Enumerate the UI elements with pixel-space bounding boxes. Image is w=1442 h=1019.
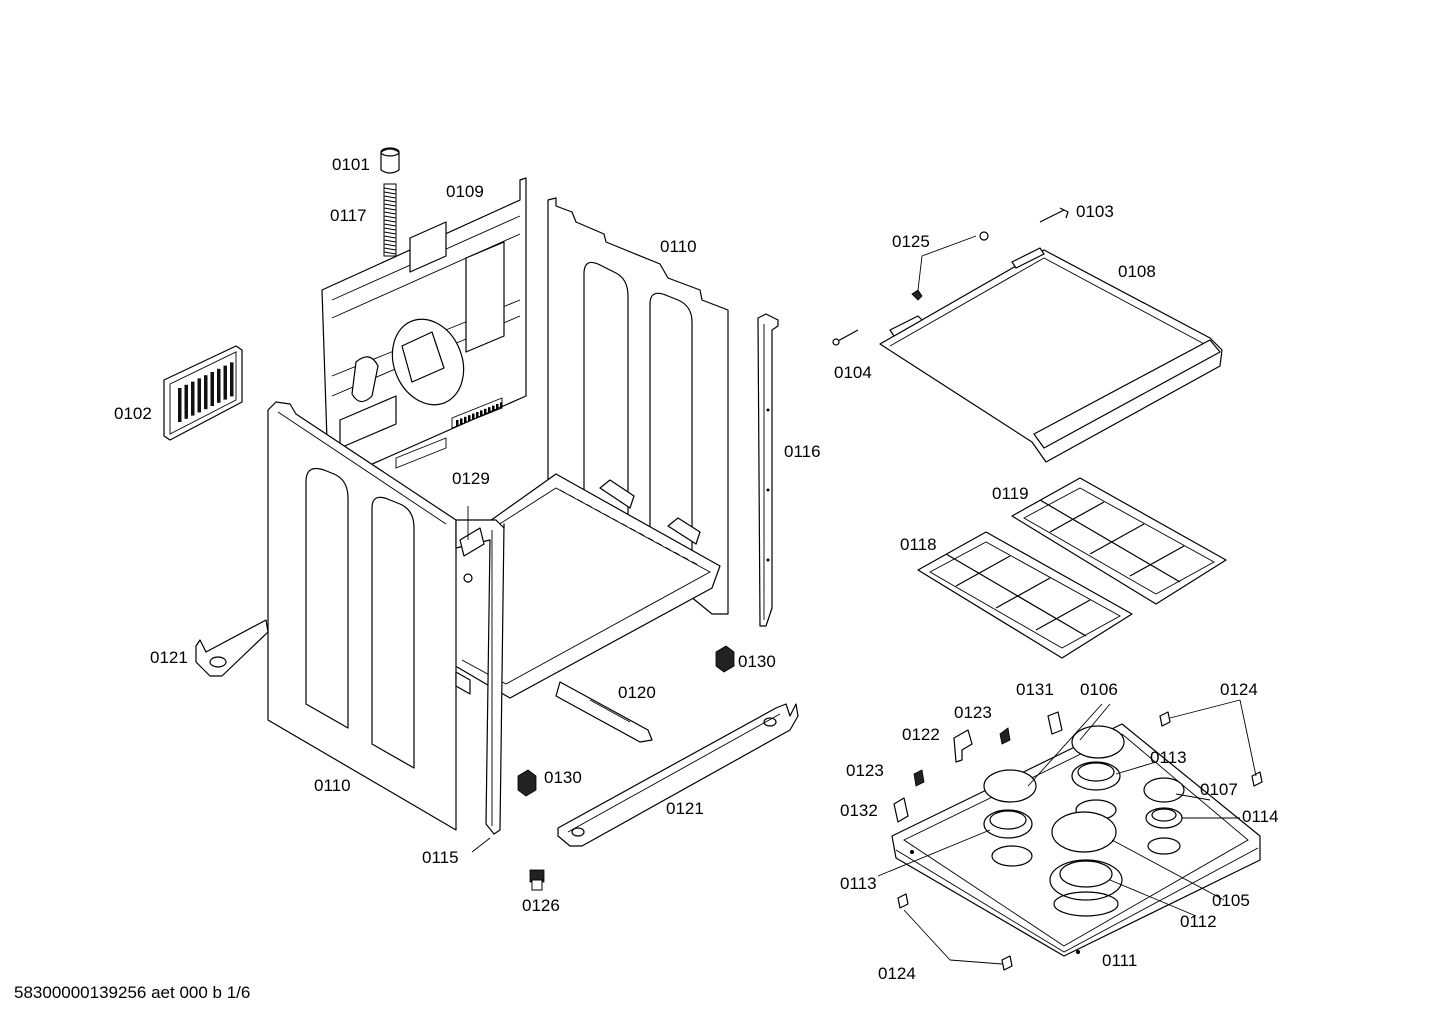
part-0105-burner-cap-large [1051,811,1117,853]
part-0130-clip-lower [517,769,537,797]
label-0110-right: 0110 [660,237,697,256]
part-0104-screw [832,329,859,346]
label-0117: 0117 [330,206,367,225]
label-0112: 0112 [1180,912,1217,931]
label-0124-top: 0124 [1220,680,1258,699]
label-0110-left: 0110 [314,776,351,795]
leader-lines [467,235,1257,965]
part-0121-right-rail [557,703,799,847]
label-0129: 0129 [452,469,490,488]
label-0132: 0132 [840,801,878,820]
label-0119: 0119 [992,484,1029,503]
label-0111: 0111 [1102,951,1137,970]
part-0126-foot [529,869,545,891]
part-0129-front-strip [455,519,505,835]
part-0117-tube [383,183,397,257]
part-0123-spark-plug-lower [913,769,925,787]
part-0113-burner-front [983,809,1033,867]
document-code: 58300000139256 aet 000 b 1/6 [14,983,250,1002]
label-0106: 0106 [1080,680,1118,699]
label-0126: 0126 [522,896,560,915]
label-0122: 0122 [902,725,940,744]
label-0123-lower: 0123 [846,761,884,780]
label-0125: 0125 [892,232,930,251]
part-0116-side-rail [757,313,779,627]
label-0118: 0118 [900,535,937,554]
label-0109: 0109 [446,182,484,201]
part-0132-ignition-part [893,797,909,823]
label-0102: 0102 [114,404,152,423]
label-0124-bottom: 0124 [878,964,916,983]
label-0130-lower: 0130 [544,768,582,787]
part-0109-back-panel [321,177,527,481]
part-0118-pan-support [917,531,1133,659]
part-0131-ignition-part [1047,711,1063,735]
part-0122-thermocouple [953,729,973,763]
label-0116: 0116 [784,442,821,461]
label-0120: 0120 [618,683,656,702]
part-0107-burner-cap-small [1143,777,1185,803]
label-0108: 0108 [1118,262,1156,281]
part-0123-spark-plug-upper [999,727,1011,745]
part-0108-cover-lid [879,247,1223,463]
part-0124-clip-bottom-right [1001,955,1013,971]
label-0113-front: 0113 [840,874,877,893]
part-0110-left-side-panel [267,401,457,831]
label-0130-upper: 0130 [738,652,776,671]
part-0113-burner-rear [1071,761,1121,821]
label-0123-upper: 0123 [954,703,992,722]
part-0130-clip-upper [715,645,735,673]
part-0106-burner-caps [983,725,1125,803]
part-0102-vent-grille [163,345,243,441]
label-0105: 0105 [1212,891,1250,910]
part-0125-nut-lower [911,289,923,301]
part-0114-burner-small [1145,807,1183,855]
label-0107: 0107 [1200,780,1238,799]
part-0103-screw [1039,207,1069,223]
part-labels: 0101 0117 0109 0110 0102 0116 0129 0121 … [114,155,1279,983]
label-0121-left: 0121 [150,648,188,667]
part-0121-left-rail [195,619,269,677]
part-0124-clip-top-left [1159,711,1171,727]
part-0124-clip-bottom-left [897,893,909,909]
label-0131: 0131 [1016,680,1054,699]
part-0124-clip-top-right [1251,771,1263,787]
label-0104: 0104 [834,363,872,382]
part-0101-cap [380,147,400,174]
part-0119-pan-support [1011,477,1227,605]
label-0103: 0103 [1076,202,1114,221]
label-0121-right: 0121 [666,799,704,818]
label-0114: 0114 [1242,807,1279,826]
label-0115: 0115 [422,848,459,867]
part-0112-burner-large [1049,859,1123,917]
label-0113-rear: 0113 [1150,748,1187,767]
part-0125-nut-upper [979,231,989,241]
label-0101: 0101 [332,155,370,174]
